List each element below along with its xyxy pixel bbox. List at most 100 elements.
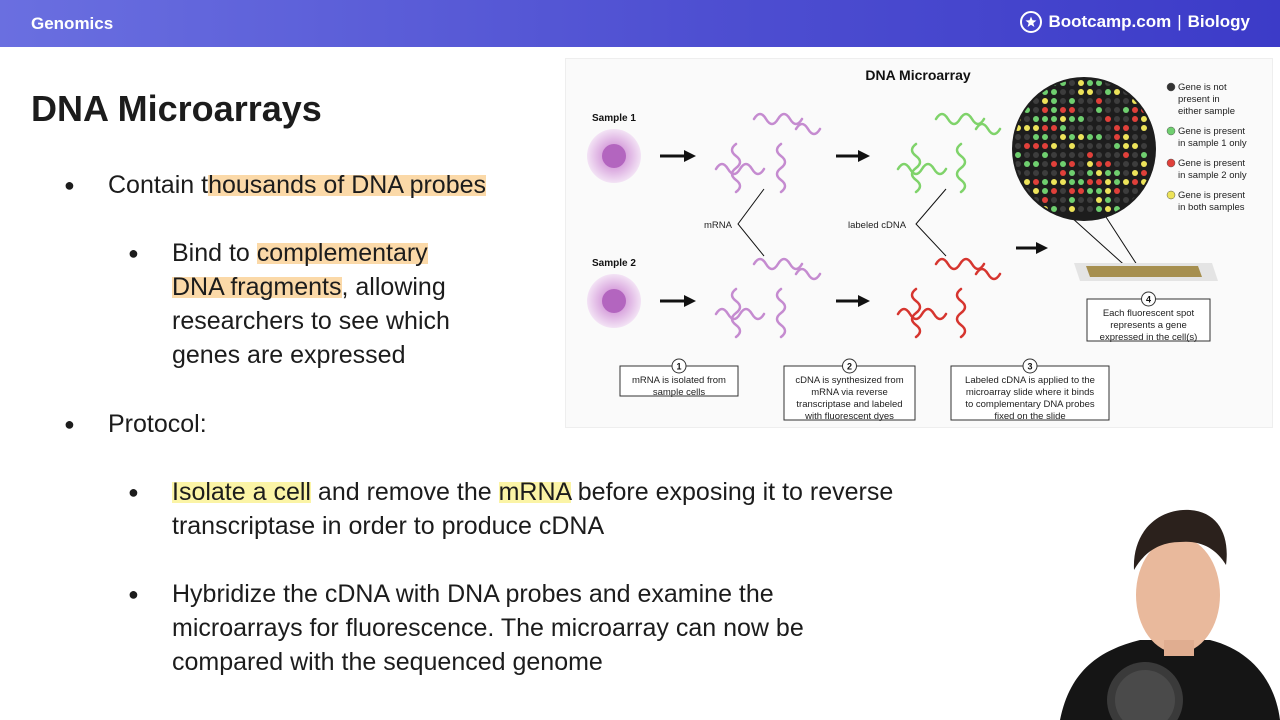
brand-lockup: Bootcamp.com | Biology bbox=[1020, 11, 1250, 33]
array-spot bbox=[1114, 125, 1120, 131]
array-spot bbox=[1078, 170, 1084, 176]
array-spot bbox=[1033, 179, 1039, 185]
array-spot bbox=[1096, 206, 1102, 212]
array-spot bbox=[1033, 170, 1039, 176]
array-spot bbox=[1114, 134, 1120, 140]
array-spot bbox=[1123, 98, 1129, 104]
highlight-text: Isolate a cell bbox=[172, 478, 311, 506]
array-spot bbox=[1033, 125, 1039, 131]
brand-name: Bootcamp.com bbox=[1048, 12, 1172, 31]
array-spot bbox=[1015, 98, 1021, 104]
array-spot bbox=[1051, 89, 1057, 95]
legend-entry: in sample 1 only bbox=[1178, 138, 1247, 149]
array-spot bbox=[1060, 98, 1066, 104]
array-spot bbox=[1078, 188, 1084, 194]
array-spot bbox=[1096, 125, 1102, 131]
legend-entry: present in bbox=[1178, 94, 1220, 105]
step-text: fixed on the slide bbox=[994, 411, 1065, 422]
array-spot bbox=[1042, 188, 1048, 194]
mrna-strands-icon bbox=[714, 257, 822, 339]
array-spot bbox=[1051, 98, 1057, 104]
array-spot bbox=[1141, 152, 1147, 158]
array-spot bbox=[1060, 116, 1066, 122]
array-spot bbox=[1042, 143, 1048, 149]
array-spot bbox=[1060, 134, 1066, 140]
array-spot bbox=[1042, 80, 1048, 86]
array-spot bbox=[1087, 107, 1093, 113]
step-text: mRNA via reverse bbox=[811, 387, 888, 398]
green-cdna-strands-icon bbox=[896, 112, 1002, 194]
array-spot bbox=[1033, 152, 1039, 158]
array-spot bbox=[1132, 80, 1138, 86]
array-spot bbox=[1078, 80, 1084, 86]
bootcamp-logo-icon bbox=[1020, 11, 1043, 33]
array-spot bbox=[1042, 98, 1048, 104]
array-spot bbox=[1114, 116, 1120, 122]
array-spot bbox=[1105, 125, 1111, 131]
array-spot bbox=[1024, 116, 1030, 122]
array-spot bbox=[1015, 134, 1021, 140]
array-spot bbox=[1105, 188, 1111, 194]
array-spot bbox=[1087, 206, 1093, 212]
red-cdna-strands-icon bbox=[896, 257, 1002, 339]
legend-entry: Gene is present bbox=[1178, 190, 1245, 201]
array-spot bbox=[1078, 134, 1084, 140]
highlight-text: complementary bbox=[256, 239, 428, 267]
step-number: 1 bbox=[676, 362, 681, 372]
mrna-strands-icon bbox=[714, 112, 822, 194]
diagram-title: DNA Microarray bbox=[865, 67, 971, 83]
array-spot bbox=[1060, 125, 1066, 131]
array-spot bbox=[1024, 179, 1030, 185]
array-spot bbox=[1033, 80, 1039, 86]
highlight-text: mRNA bbox=[498, 478, 571, 506]
sub-bullet-hybridize: ● Hybridize the cDNA with DNA probes and… bbox=[128, 577, 804, 679]
bullet-protocol: ● Protocol: bbox=[64, 407, 207, 441]
array-spot bbox=[1105, 89, 1111, 95]
array-spot bbox=[1096, 170, 1102, 176]
array-spot bbox=[1132, 116, 1138, 122]
array-spot bbox=[1015, 89, 1021, 95]
array-spot bbox=[1069, 125, 1075, 131]
zoom-line bbox=[1105, 216, 1142, 272]
step-text: with fluorescent dyes bbox=[804, 411, 894, 422]
array-spot bbox=[1141, 170, 1147, 176]
step-text: Labeled cDNA is applied to the bbox=[965, 375, 1095, 386]
array-spot bbox=[1078, 143, 1084, 149]
array-spot bbox=[1069, 188, 1075, 194]
sub-bullet-isolate: ● Isolate a cell and remove the mRNA bef… bbox=[128, 475, 893, 543]
array-spot bbox=[1105, 116, 1111, 122]
array-spot bbox=[1024, 80, 1030, 86]
array-spot bbox=[1087, 116, 1093, 122]
array-spot bbox=[1132, 143, 1138, 149]
array-spot bbox=[1024, 206, 1030, 212]
array-spot bbox=[1096, 98, 1102, 104]
array-spot bbox=[1033, 107, 1039, 113]
array-spot bbox=[1051, 143, 1057, 149]
array-spot bbox=[1069, 206, 1075, 212]
array-spot bbox=[1069, 197, 1075, 203]
array-spot bbox=[1087, 134, 1093, 140]
bullet-text: , allowing bbox=[341, 273, 446, 301]
legend-swatch bbox=[1166, 158, 1176, 168]
array-spot bbox=[1132, 89, 1138, 95]
array-spot bbox=[1105, 206, 1111, 212]
array-spot bbox=[1087, 89, 1093, 95]
connector-line bbox=[915, 188, 947, 257]
array-spot bbox=[1141, 206, 1147, 212]
course-name: Genomics bbox=[31, 14, 114, 33]
array-spot bbox=[1141, 125, 1147, 131]
array-spot bbox=[1024, 161, 1030, 167]
array-spot bbox=[1114, 197, 1120, 203]
array-spot bbox=[1015, 188, 1021, 194]
array-spot bbox=[1024, 197, 1030, 203]
array-spot bbox=[1114, 161, 1120, 167]
array-spot bbox=[1015, 152, 1021, 158]
array-spot bbox=[1015, 161, 1021, 167]
array-spot bbox=[1096, 188, 1102, 194]
cell-icon bbox=[587, 129, 641, 183]
microarray-slide-icon bbox=[1074, 263, 1218, 281]
array-spot bbox=[1114, 107, 1120, 113]
array-spot bbox=[1051, 152, 1057, 158]
